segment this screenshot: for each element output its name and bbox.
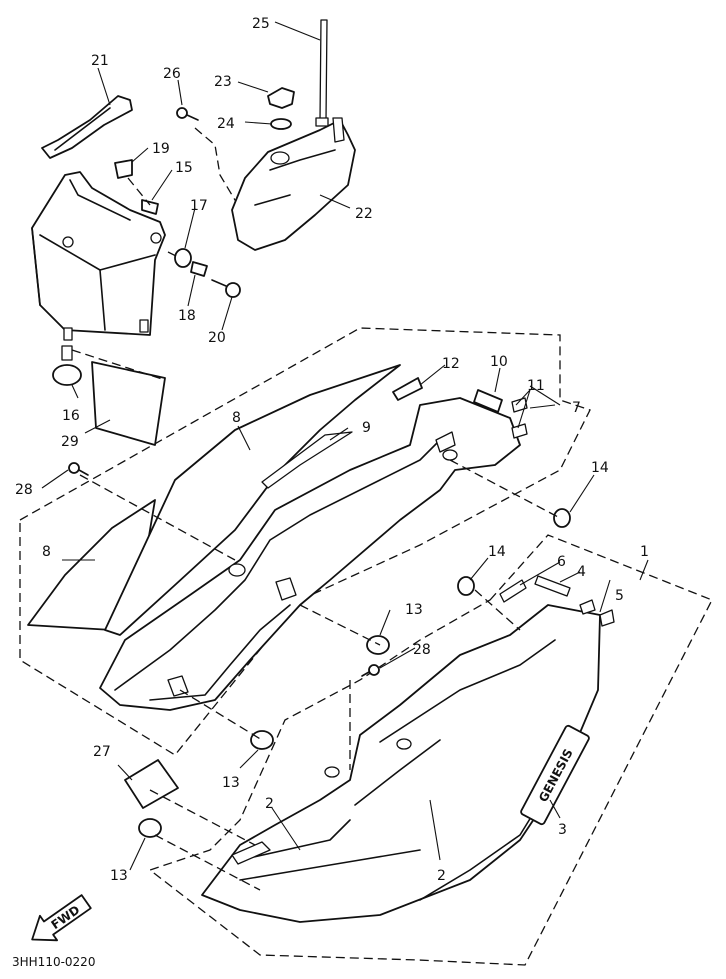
label-7: 7 — [572, 400, 581, 416]
plate-27 — [124, 759, 179, 809]
clip-11 — [511, 397, 528, 439]
label-27: 27 — [93, 744, 111, 760]
label-20: 20 — [208, 330, 226, 346]
damper-13-lower — [250, 730, 274, 750]
label-13-bottom: 13 — [110, 868, 128, 884]
pad-12 — [392, 377, 423, 401]
label-19: 19 — [152, 141, 170, 157]
trim-strip-9 — [261, 431, 353, 489]
side-cover-8-upper — [104, 364, 401, 636]
leader-lines — [41, 21, 649, 871]
label-29: 29 — [61, 434, 79, 450]
guide-13-a — [179, 689, 263, 741]
label-18: 18 — [178, 308, 196, 324]
guide-13-b — [154, 834, 261, 891]
guide-28-a — [79, 474, 236, 561]
label-26: 26 — [163, 66, 181, 82]
screw-5 — [579, 599, 615, 627]
damper-16 — [52, 345, 82, 386]
label-1: 1 — [640, 544, 649, 560]
label-23: 23 — [214, 74, 232, 90]
reservoir-tank — [231, 117, 356, 251]
label-4: 4 — [577, 564, 586, 580]
label-9: 9 — [362, 420, 371, 436]
label-25: 25 — [252, 16, 270, 32]
bracket-mid — [275, 577, 297, 601]
label-17: 17 — [190, 198, 208, 214]
label-16: 16 — [62, 408, 80, 424]
label-22: 22 — [355, 206, 373, 222]
battery-strap — [41, 95, 133, 159]
pad-10 — [473, 389, 503, 413]
label-2-a: 2 — [265, 796, 274, 812]
hose-25 — [315, 19, 329, 127]
group-boundary-7 — [19, 327, 591, 756]
battery-cover-29 — [91, 361, 166, 446]
bolt-26 — [176, 107, 199, 121]
label-14-upper: 14 — [591, 460, 609, 476]
label-28-upper: 28 — [15, 482, 33, 498]
label-15: 15 — [175, 160, 193, 176]
damper-13-mid — [366, 635, 390, 655]
strip-6 — [499, 579, 527, 603]
damper-13-bottom — [138, 818, 162, 838]
label-3: 3 — [558, 822, 567, 838]
label-28-lower: 28 — [413, 642, 431, 658]
grommet-14-upper — [553, 508, 571, 528]
label-12: 12 — [442, 356, 460, 372]
drawing-code: 3HH110-0220 — [12, 955, 95, 969]
group-boundary-1 — [148, 534, 713, 966]
damper-17 — [174, 248, 192, 268]
battery-band-clip — [114, 159, 133, 179]
washer-24 — [270, 118, 292, 130]
label-13-mid: 13 — [405, 602, 423, 618]
bolt-20 — [211, 279, 241, 298]
side-cover-7 — [99, 397, 521, 711]
part-labels: 21 26 23 24 25 22 19 15 17 18 20 16 29 8… — [15, 16, 649, 884]
label-14-lower: 14 — [488, 544, 506, 560]
label-8-upper: 8 — [232, 410, 241, 426]
label-8-left: 8 — [42, 544, 51, 560]
label-2-b: 2 — [437, 868, 446, 884]
guide-28-b — [299, 604, 381, 646]
label-21: 21 — [91, 53, 109, 69]
tank-cap-23 — [267, 87, 295, 109]
strip-4 — [534, 575, 571, 597]
label-11: 11 — [527, 378, 545, 394]
guide-band — [127, 177, 151, 206]
battery-box — [31, 171, 166, 341]
guide-27 — [149, 789, 256, 846]
label-6: 6 — [557, 554, 566, 570]
bracket-15 — [141, 199, 159, 215]
guide-damper — [167, 251, 181, 259]
guide-14-b — [474, 589, 521, 631]
screw-28-lower — [361, 664, 380, 677]
side-cover-1 — [201, 604, 601, 923]
fwd-arrow-icon: FWD — [31, 894, 92, 942]
label-24: 24 — [217, 116, 235, 132]
label-10: 10 — [490, 354, 508, 370]
screw-28-upper — [68, 462, 89, 476]
guide-14-a — [449, 459, 561, 519]
guide-battery-bottom — [71, 349, 166, 381]
grommet-14-lower — [457, 576, 475, 596]
collar-18 — [190, 261, 208, 277]
bolt-7-lower — [167, 675, 189, 697]
guide-battery-tank — [194, 127, 239, 206]
label-13-lower: 13 — [222, 775, 240, 791]
label-5: 5 — [615, 588, 624, 604]
